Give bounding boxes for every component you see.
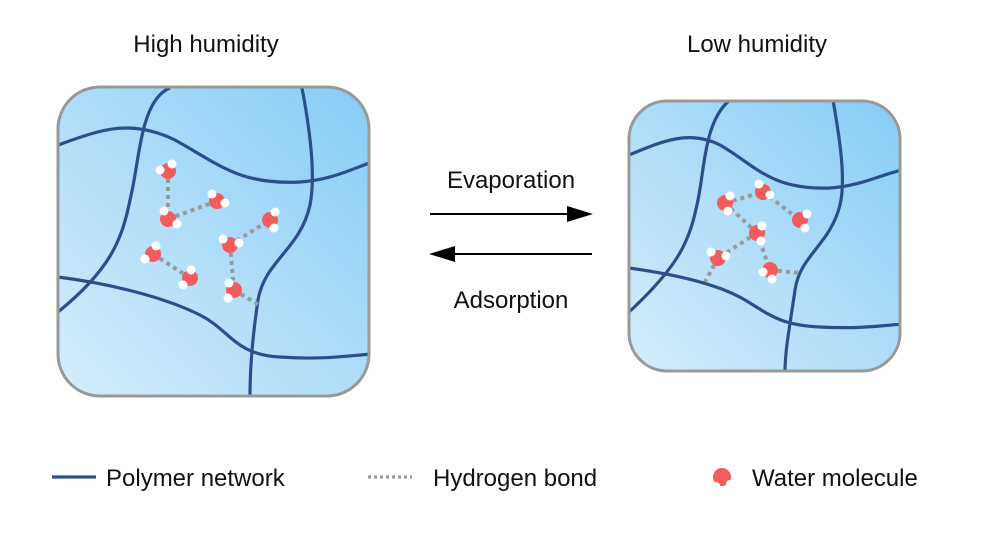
legend-polymer-label: Polymer network — [106, 465, 286, 492]
water-molecule — [155, 159, 177, 179]
water-molecule — [218, 234, 244, 253]
hydrogen-atom — [155, 165, 165, 175]
water-molecule-icon — [712, 468, 734, 490]
water-molecule — [207, 189, 230, 209]
hydrogen-atom — [767, 274, 777, 284]
polymer-network-right — [629, 101, 900, 371]
hydrogen-atom — [800, 223, 810, 233]
water-cluster-left — [140, 159, 280, 307]
hydrogen-atom — [754, 179, 764, 189]
hydrogen-atom — [172, 219, 182, 229]
hydrogen-atom — [270, 207, 280, 217]
water-molecule — [758, 262, 778, 284]
hydrogen-atom — [725, 191, 735, 201]
low-humidity-box-border — [627, 99, 902, 373]
polymer-chain — [629, 136, 900, 190]
adsorption-label: Adsorption — [454, 287, 569, 314]
water-molecule — [792, 209, 812, 233]
water-molecule — [754, 179, 775, 200]
hydrogen-atom — [223, 293, 233, 303]
water-molecule — [706, 247, 731, 266]
water-molecule — [178, 265, 198, 290]
hydrogen-atom — [218, 234, 228, 244]
title-low-humidity: Low humidity — [687, 31, 827, 58]
water-molecule — [223, 278, 242, 303]
hydrogen-atom — [756, 236, 766, 246]
hydrogen-atom — [186, 265, 196, 275]
hydrogen-atom — [140, 254, 150, 264]
legend: Polymer network Hydrogen bond Water mole… — [52, 465, 918, 492]
hydrogen-atom — [159, 206, 169, 216]
polymer-chain — [783, 101, 845, 371]
evaporation-label: Evaporation — [447, 167, 575, 194]
legend-hbond-label: Hydrogen bond — [433, 465, 597, 492]
low-humidity-panel — [627, 99, 902, 373]
hydrogen-atom — [234, 238, 244, 248]
hydrogen-bond — [232, 288, 261, 307]
hydrogen-atom — [167, 159, 177, 169]
polymer-chain — [58, 275, 369, 360]
hydrogen-atom — [758, 267, 768, 277]
water-molecule — [159, 206, 182, 229]
high-humidity-box — [58, 87, 369, 396]
hydrogen-atom — [765, 190, 775, 200]
high-humidity-panel — [56, 85, 371, 398]
hydrogen-atom — [757, 221, 767, 231]
hydrogen-bond — [167, 199, 218, 221]
polymer-chain — [629, 266, 900, 330]
hydrogen-atom — [178, 280, 188, 290]
hydrogen-atom — [802, 209, 812, 219]
hydrogen-atom — [220, 198, 230, 208]
hydrogen-atom — [224, 278, 234, 288]
hydrogen-atom — [269, 223, 279, 233]
water-molecule — [262, 207, 280, 233]
polymer-chain — [248, 87, 315, 396]
adsorption-arrow — [429, 246, 592, 262]
hydrogen-atom — [706, 247, 716, 257]
legend-water-label: Water molecule — [752, 465, 918, 492]
hydrogen-atom — [207, 189, 217, 199]
low-humidity-box — [629, 101, 900, 371]
polymer-network-left — [58, 87, 369, 396]
title-high-humidity: High humidity — [133, 31, 278, 58]
hydrogen-atom — [723, 206, 733, 216]
hydrogen-atom — [151, 241, 161, 251]
water-molecule — [140, 241, 161, 264]
high-humidity-box-border — [56, 85, 371, 398]
polymer-chain — [58, 87, 171, 314]
hydrogen-atom — [721, 251, 731, 261]
hydrogen-bond — [769, 268, 801, 275]
polymer-chain — [629, 101, 732, 314]
polymer-chain — [58, 126, 369, 184]
water-molecule — [749, 221, 767, 246]
water-cluster-right — [703, 179, 812, 284]
evaporation-arrow — [430, 206, 593, 222]
water-molecule — [717, 191, 735, 216]
